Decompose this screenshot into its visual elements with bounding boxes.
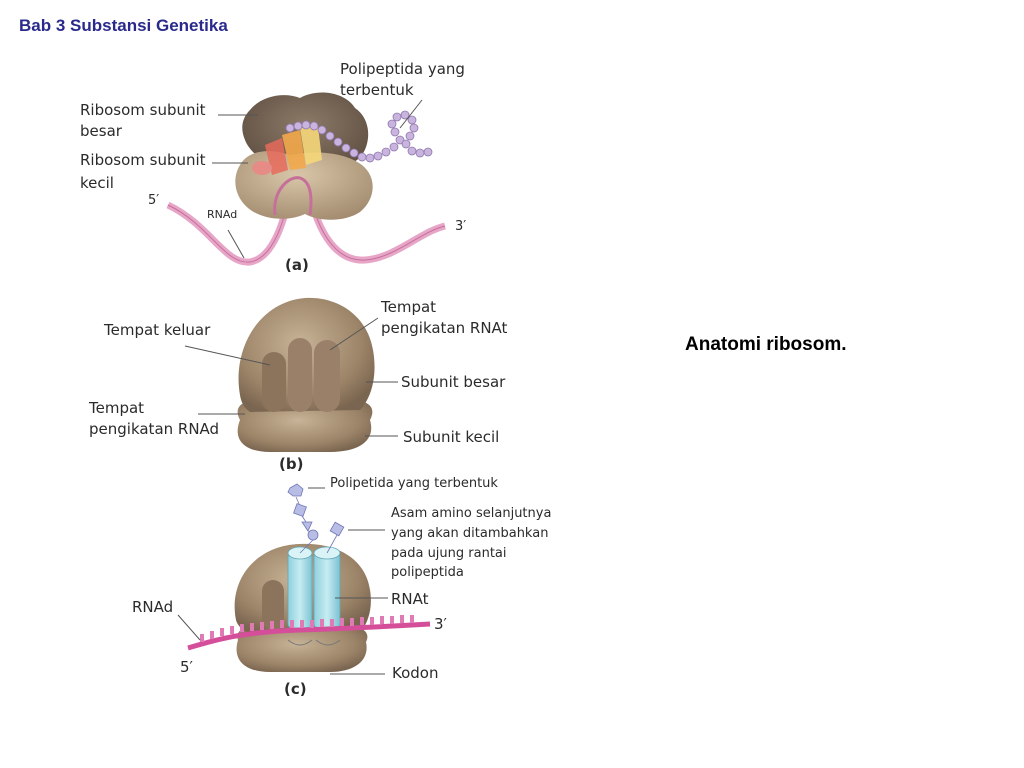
trna-molecules — [287, 546, 341, 629]
exit-channel-c — [262, 580, 284, 630]
label-3prime-a: 3′ — [455, 219, 466, 234]
label-large-subunit-b: Subunit besar — [401, 373, 506, 391]
label-trna-site-line2: pengikatan RNAt — [381, 319, 508, 337]
label-3prime-c: 3′ — [434, 615, 448, 633]
mrna-strand-c — [187, 621, 431, 651]
label-small-subunit-a-line2: kecil — [80, 174, 114, 192]
label-amino-line2: yang akan ditambahkan — [391, 526, 548, 541]
label-mrna-a: RNAd — [207, 208, 237, 221]
label-large-subunit-a-line1: Ribosom subunit — [80, 101, 206, 119]
mrna-bases-c — [200, 615, 414, 642]
label-amino-line1: Asam amino selanjutnya — [391, 506, 551, 521]
codon-bracket — [287, 639, 341, 646]
panel-c-tag: (c) — [284, 680, 307, 698]
panel-a-tag: (a) — [285, 256, 309, 274]
label-mrna-site-line2: pengikatan RNAd — [89, 420, 219, 438]
panel-b: Tempat keluar Tempat pengikatan RNAt Sub… — [88, 297, 508, 473]
label-amino-line3: pada ujung rantai — [391, 546, 507, 561]
panel-a: Ribosom subunit besar Ribosom subunit ke… — [80, 60, 466, 274]
exit-channel-b — [262, 352, 286, 412]
panel-c: Polipetida yang terbentuk Asam amino sel… — [132, 476, 551, 698]
label-small-subunit-b: Subunit kecil — [403, 428, 499, 446]
panel-b-tag: (b) — [279, 455, 303, 473]
label-amino-line4: polipeptida — [391, 565, 464, 580]
trna-site-channel-2-b — [314, 340, 340, 412]
label-small-subunit-a-line1: Ribosom subunit — [80, 151, 206, 169]
label-polypeptide-a-line1: Polipeptida yang — [340, 60, 465, 78]
trna-site-channel-1-b — [288, 338, 312, 412]
label-mrna-c: RNAd — [132, 598, 173, 616]
label-large-subunit-a-line2: besar — [80, 122, 123, 140]
polypeptide-chain-c — [287, 483, 345, 554]
label-trna-c: RNAt — [391, 590, 429, 608]
slide-header: Bab 3 Substansi Genetika — [19, 16, 228, 35]
polypeptide-beads-a — [285, 110, 433, 163]
label-5prime-c: 5′ — [180, 658, 194, 676]
label-trna-site-line1: Tempat — [380, 298, 436, 316]
label-polypeptide-c: Polipetida yang terbentuk — [330, 476, 498, 491]
label-5prime-a: 5′ — [148, 193, 159, 208]
small-subunit-b — [237, 399, 373, 452]
label-mrna-site-line1: Tempat — [88, 399, 144, 417]
figure-caption: Anatomi ribosom. — [685, 334, 847, 355]
small-subunit-c — [236, 625, 368, 672]
label-polypeptide-a-line2: terbentuk — [340, 81, 414, 99]
label-codon: Kodon — [392, 664, 438, 682]
label-exit-site: Tempat keluar — [103, 321, 211, 339]
